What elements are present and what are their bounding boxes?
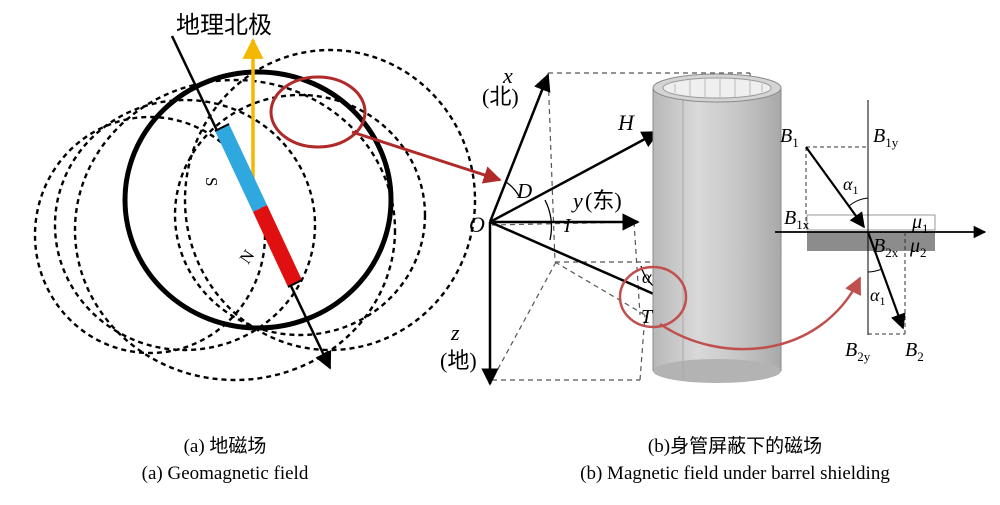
axis-y-label: y [571,188,583,213]
magnet-north-half [253,205,302,287]
caption-a: (a) 地磁场 (a) Geomagnetic field [60,433,390,487]
vector-H-arrow [489,130,660,224]
magnet-south-half [215,124,267,212]
caption-b-cn: (b)身管屏蔽下的磁场 [647,436,823,457]
angle-alpha-label: α [642,267,652,287]
north-pole-label: 地理北极 [176,12,272,39]
B2-label: B2 [905,339,924,364]
bar-magnet [214,123,303,288]
angle-D-arc [505,181,521,199]
vector-B2-arrow [866,231,906,330]
B2y-label: B2y [845,339,871,364]
zoom-arrow [351,130,502,184]
axis-z-direction: (地) [440,348,477,373]
barrel-cylinder [652,73,782,383]
B1y-label: B1y [873,125,899,150]
origin-label: O [469,212,485,237]
caption-b-en: (b) Magnetic field under barrel shieldin… [580,463,890,484]
boundary-detail: B1 B1y B1x B2x B2y B2 α1 α1 μ1 μ2 [775,100,987,364]
axis-x-direction: (北) [482,84,519,109]
alpha1-bot-label: α1 [870,285,885,308]
geomagnetic-field-diagram: S N 地理北极 [33,12,502,382]
B2x-label: B2x [873,235,899,260]
angle-D-label: D [516,179,532,203]
vector-T-label: T [641,306,654,328]
axis-x-arrow [488,73,551,223]
caption-b: (b)身管屏蔽下的磁场 (b) Magnetic field under bar… [500,433,970,487]
B1x-label: B1x [784,207,810,232]
vector-H-label: H [617,110,635,135]
alpha1-top-label: α1 [843,174,858,197]
magnet-n-label: N [236,246,259,267]
mu1-label: μ1 [911,211,929,236]
alpha1-bot-arc [867,268,883,273]
caption-a-cn: (a) 地磁场 [183,436,267,457]
alpha1-top-arc [848,197,869,207]
angle-I-label: I [563,215,572,237]
caption-a-en: (a) Geomagnetic field [141,463,309,484]
field-lines [33,48,477,382]
axis-x-label: x [502,63,513,88]
wall-highlight-ellipse [618,265,688,329]
earth-circle [122,69,394,331]
highlight-ellipse [269,75,367,149]
angle-I-arc [544,199,553,241]
medium-1-layer [806,214,936,231]
vector-B1-arrow [805,146,865,229]
axis-z-label: z [450,320,460,345]
axis-y-direction: (东) [585,188,622,213]
magnet-s-label: S [202,177,221,186]
mu2-label: μ2 [909,235,927,260]
wall-zoom-arrow [659,276,862,351]
barrel-shielding-diagram: x (北) y (东) z (地) O H T D I α [440,63,987,386]
B1-label: B1 [780,125,799,150]
vector-T-arrow [489,220,674,304]
